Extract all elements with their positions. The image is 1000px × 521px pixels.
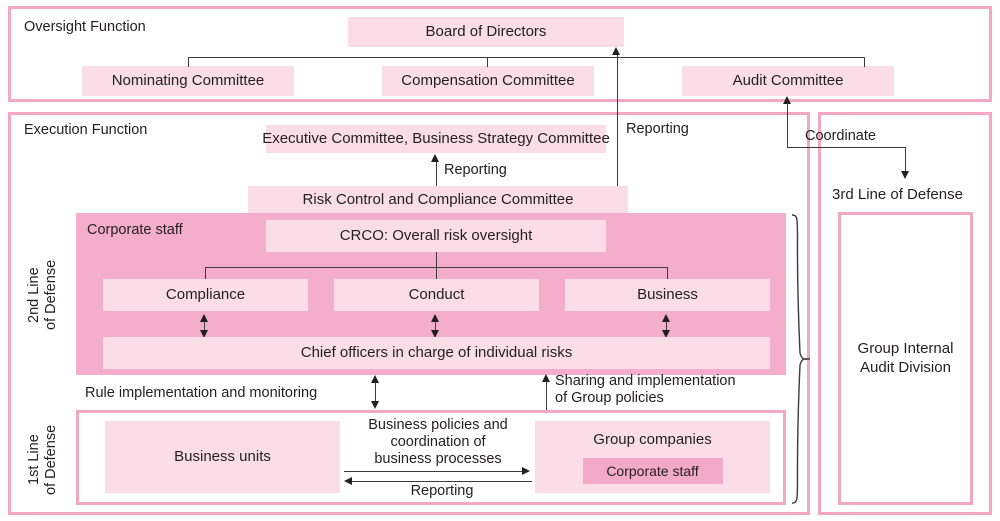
chief-officers-box: Chief officers in charge of individual r… [103,337,770,369]
pillar-stem-business [667,267,669,279]
sharing-policies-arrow-up [542,374,550,382]
pillar-stem-conduct [436,267,438,279]
compliance-link-arrow-down [200,330,208,338]
second-line-vertical-label: 2nd Line of Defense [25,259,59,331]
reporting-to-board-label: Reporting [626,121,689,137]
reporting-units-arrow-line [352,481,532,483]
coordinate-horizontal [787,147,906,149]
coordinate-arrow-down [901,171,909,179]
compliance-link-arrow-up [200,314,208,322]
reporting-to-exec-label: Reporting [444,162,507,178]
crco-box: CRCO: Overall risk oversight [266,220,606,252]
board-tree-stem-nominating [188,57,190,67]
pillar-conduct-box: Conduct [334,279,539,311]
rule-implementation-arrow-down [371,401,379,409]
audit-committee-box: Audit Committee [682,66,894,96]
business-policies-arrow-line [344,471,524,473]
group-internal-audit-division-box: Group Internal Audit Division [838,212,973,505]
rule-implementation-label: Rule implementation and monitoring [85,385,318,401]
business-policies-arrowhead [522,467,530,475]
group-companies-box: Group companies Corporate staff [535,421,770,493]
execution-function-label: Execution Function [24,122,148,138]
rule-implementation-line [375,382,377,402]
reporting-units-label: Reporting [410,483,474,499]
board-tree-horizontal [188,57,865,59]
pillar-stem-compliance [205,267,207,279]
executive-committee-box: Executive Committee, Business Strategy C… [262,125,610,153]
group-corporate-staff-box: Corporate staff [582,458,723,484]
compensation-committee-box: Compensation Committee [382,66,594,96]
third-line-of-defense-label: 3rd Line of Defense [832,186,963,203]
conduct-link-arrow-up [431,314,439,322]
coordinate-vertical-right [905,147,907,172]
conduct-link-arrow-down [431,330,439,338]
reporting-board-arrowhead [612,47,620,55]
defense-lines-brace [790,213,812,505]
crco-stem [436,252,438,268]
reporting-exec-line [436,161,438,186]
reporting-board-line [617,55,619,186]
conduct-link-line [435,321,437,331]
coordinate-label: Coordinate [805,128,876,144]
coordinate-vertical-left [787,103,789,148]
nominating-committee-box: Nominating Committee [82,66,294,96]
oversight-function-label: Oversight Function [24,19,146,35]
business-link-arrow-up [662,314,670,322]
group-companies-label: Group companies [593,431,712,448]
business-policies-label: Business policies and coordination of bu… [368,417,508,468]
corporate-staff-label: Corporate staff [87,222,183,238]
first-line-vertical-label: 1st Line of Defense [25,424,59,496]
coordinate-arrow-up [783,96,791,104]
board-tree-stem-compensation [487,57,489,67]
pillar-compliance-box: Compliance [103,279,308,311]
pillar-business-box: Business [565,279,770,311]
board-tree-stem-audit [864,57,866,67]
reporting-exec-arrowhead [431,154,439,162]
risk-control-committee-box: Risk Control and Compliance Committee [248,186,628,214]
sharing-policies-label: Sharing and implementation of Group poli… [555,373,736,407]
compliance-link-line [204,321,206,331]
business-link-arrow-down [662,330,670,338]
business-link-line [666,321,668,331]
reporting-units-arrowhead [344,477,352,485]
board-of-directors-box: Board of Directors [348,17,624,47]
rule-implementation-arrow-up [371,375,379,383]
business-units-box: Business units [105,421,340,493]
